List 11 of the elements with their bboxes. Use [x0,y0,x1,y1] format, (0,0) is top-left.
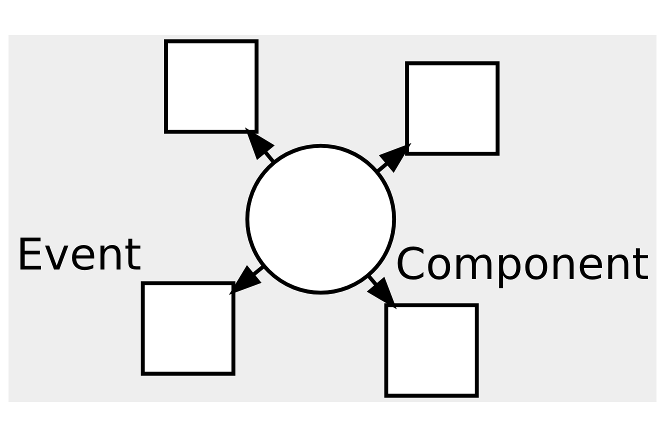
node-label: Component [395,238,650,290]
arrow [228,264,265,294]
arrow [244,126,276,163]
arrow [366,274,397,309]
node-label: Event [16,229,142,280]
node-box [405,60,500,156]
node-box [164,38,259,134]
node-circle [245,143,396,294]
arrow [376,142,412,173]
node-box [140,280,236,376]
node-box [384,302,479,398]
